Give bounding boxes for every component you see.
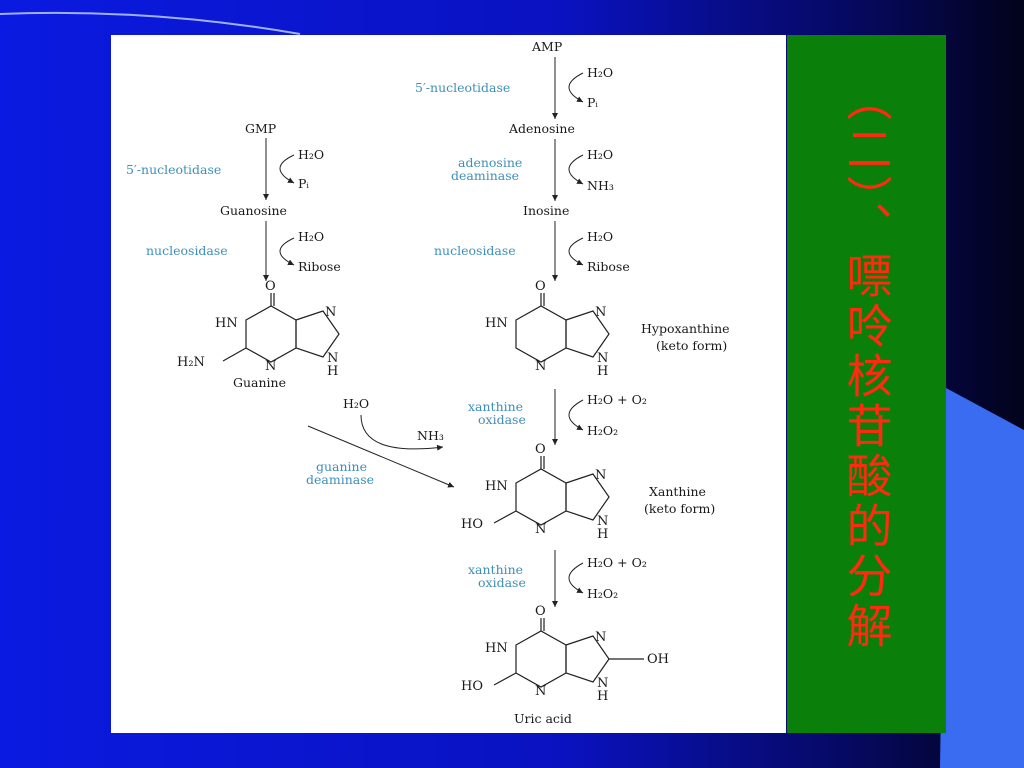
uric-hn: HN xyxy=(485,641,508,656)
curve-guanosine xyxy=(279,237,295,266)
xanthine-n3: N xyxy=(535,522,546,537)
left-ribose: Ribose xyxy=(298,259,341,274)
uric-n3: N xyxy=(535,684,546,699)
guanine-structure xyxy=(222,293,340,363)
right-water-1: H₂O xyxy=(587,65,613,80)
gmp-label: GMP xyxy=(245,121,276,136)
xo2-line1: xanthine xyxy=(468,562,523,577)
amp-label: AMP xyxy=(531,39,562,54)
xanthine-label: Xanthine xyxy=(649,484,706,499)
guanine-n7: N xyxy=(325,305,336,320)
guanine-nh: N xyxy=(327,351,338,366)
curve-guanine-deaminase xyxy=(360,414,444,451)
cross-water: H₂O xyxy=(343,396,369,411)
pathway-panel: GMP 5′-nucleotidase H₂O Pᵢ Guanosine nuc… xyxy=(111,35,786,733)
xo1-h2o2: H₂O₂ xyxy=(587,423,618,438)
xo2-line2: oxidase xyxy=(478,575,526,590)
xanthine-structure xyxy=(493,456,610,526)
xo2-h2o2: H₂O₂ xyxy=(587,586,618,601)
curve-adenosine xyxy=(568,154,584,185)
xo1-line1: xanthine xyxy=(468,399,523,414)
xanthine-keto: (keto form) xyxy=(644,501,715,516)
right-water-2: H₂O xyxy=(587,147,613,162)
arrow-guanine-xanthine xyxy=(307,425,455,488)
curve-amp xyxy=(568,72,584,103)
uric-nh: N xyxy=(597,676,608,691)
hypoxanthine-structure xyxy=(515,293,610,363)
xanthine-h: H xyxy=(597,527,608,542)
adenosine-deaminase-line2: deaminase xyxy=(451,168,519,183)
hypoxanthine-hn: HN xyxy=(485,316,508,331)
xanthine-n7: N xyxy=(595,468,606,483)
right-pi: Pᵢ xyxy=(587,95,598,110)
adenosine-label: Adenosine xyxy=(508,121,575,136)
hypoxanthine-n7: N xyxy=(595,305,606,320)
uric-acid-structure xyxy=(493,618,644,688)
left-water-2: H₂O xyxy=(298,229,324,244)
right-nh3: NH₃ xyxy=(587,178,614,193)
xo2-h2o-o2: H₂O + O₂ xyxy=(587,555,647,570)
guanine-h: H xyxy=(327,364,338,379)
hypoxanthine-keto: (keto form) xyxy=(656,338,727,353)
left-enzyme-nucleotidase: 5′-nucleotidase xyxy=(126,162,221,177)
title-box: （二）、嘌呤核苷酸的分解 xyxy=(787,35,946,733)
xo1-h2o-o2: H₂O + O₂ xyxy=(587,392,647,407)
guanine-hn: HN xyxy=(215,316,238,331)
right-enzyme-nucleotidase: 5′-nucleotidase xyxy=(415,80,510,95)
slide-title: （二）、嘌呤核苷酸的分解 xyxy=(839,75,894,652)
curve-gmp xyxy=(279,154,295,184)
cross-enzyme-line2: deaminase xyxy=(306,472,374,487)
curve-inosine xyxy=(568,237,584,266)
right-water-3: H₂O xyxy=(587,229,613,244)
uric-h: H xyxy=(597,689,608,704)
right-enzyme-nucleosidase: nucleosidase xyxy=(434,243,516,258)
xanthine-o: O xyxy=(535,442,546,457)
left-pi: Pᵢ xyxy=(298,176,309,191)
uric-o: O xyxy=(535,604,546,619)
right-ribose: Ribose xyxy=(587,259,630,274)
left-enzyme-nucleosidase: nucleosidase xyxy=(146,243,228,258)
xanthine-ho: HO xyxy=(461,517,483,532)
guanine-h2n: H₂N xyxy=(177,355,205,370)
left-water-1: H₂O xyxy=(298,147,324,162)
decor-block xyxy=(940,388,1024,768)
purine-degradation-diagram: GMP 5′-nucleotidase H₂O Pᵢ Guanosine nuc… xyxy=(126,39,730,726)
guanine-o: O xyxy=(265,279,276,294)
hypoxanthine-nh: N xyxy=(597,351,608,366)
hypoxanthine-n3: N xyxy=(535,359,546,374)
uric-oh: OH xyxy=(647,652,669,667)
cross-nh3: NH₃ xyxy=(417,428,444,443)
xanthine-nh: N xyxy=(597,514,608,529)
hypoxanthine-h: H xyxy=(597,364,608,379)
xanthine-hn: HN xyxy=(485,479,508,494)
xo1-line2: oxidase xyxy=(478,412,526,427)
decor-swoosh xyxy=(0,11,301,35)
uric-acid-label: Uric acid xyxy=(514,711,572,726)
uric-n7: N xyxy=(595,630,606,645)
hypoxanthine-o: O xyxy=(535,279,546,294)
guanine-label: Guanine xyxy=(233,375,286,390)
curve-xo-2 xyxy=(568,562,584,594)
guanosine-label: Guanosine xyxy=(220,203,287,218)
curve-xo-1 xyxy=(568,399,584,431)
hypoxanthine-label: Hypoxanthine xyxy=(641,321,730,336)
cross-enzyme-line1: guanine xyxy=(316,459,367,474)
inosine-label: Inosine xyxy=(523,203,569,218)
guanine-n3: N xyxy=(265,359,276,374)
adenosine-deaminase-line1: adenosine xyxy=(458,155,522,170)
uric-ho: HO xyxy=(461,679,483,694)
